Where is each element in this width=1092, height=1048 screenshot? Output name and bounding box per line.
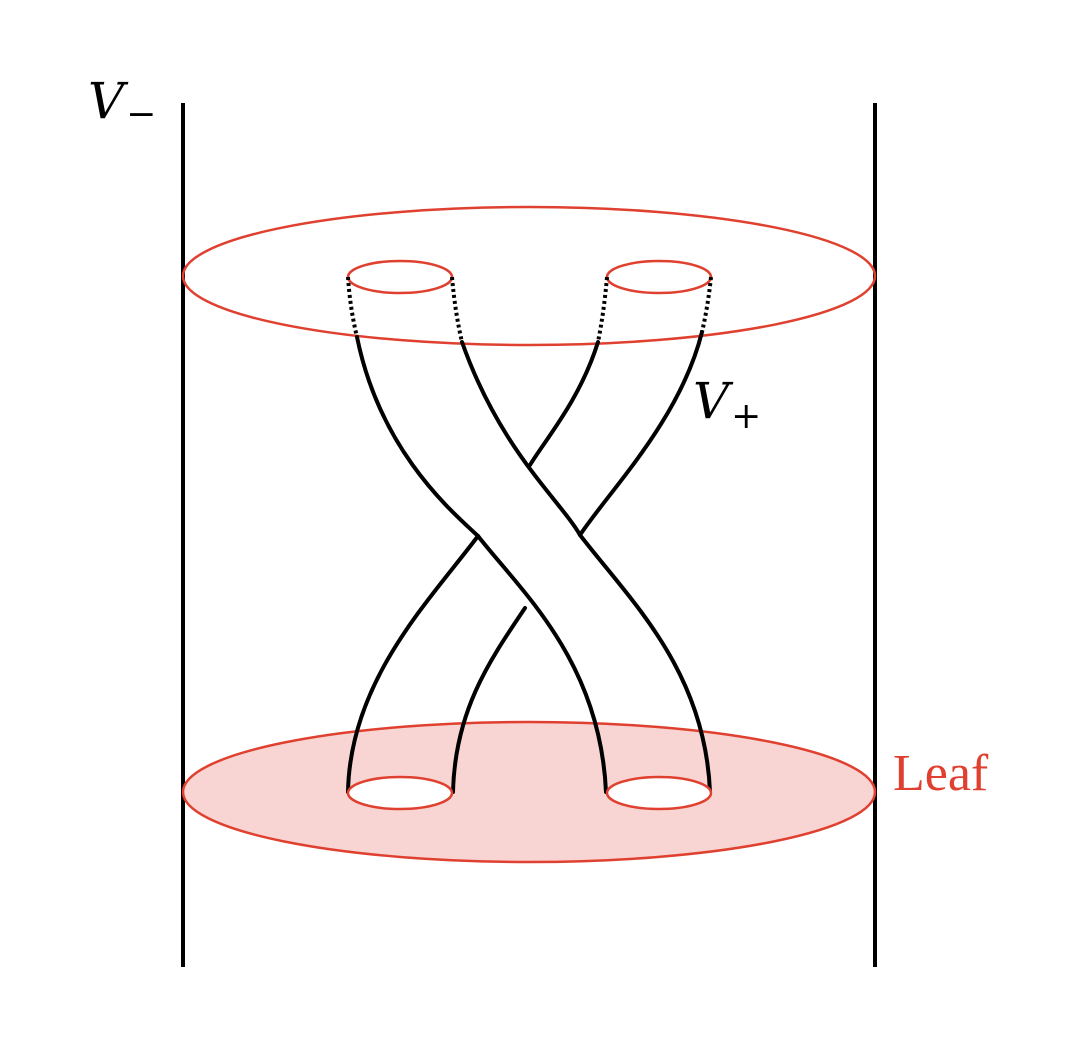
strand-b-lower-right-edge [451, 606, 527, 794]
strand-b-upper-right-edge [578, 330, 704, 537]
top-dotted-tube-segments [346, 276, 713, 343]
leaf-label: Leaf [893, 745, 989, 802]
bottom-leaf-disk [181, 720, 877, 864]
strand-b-lower-left-edge [346, 534, 480, 794]
strand-b-upper-left-edge [528, 340, 600, 467]
bottom-right-hole [605, 775, 713, 811]
v-minus-label: V− [88, 72, 156, 135]
top-leaf-disk [181, 205, 877, 347]
top-left-hole [346, 259, 454, 295]
bottom-left-hole [346, 775, 454, 811]
top-right-hole [605, 259, 713, 295]
v-plus-label: V+ [693, 372, 761, 437]
braid-strands [346, 330, 712, 794]
